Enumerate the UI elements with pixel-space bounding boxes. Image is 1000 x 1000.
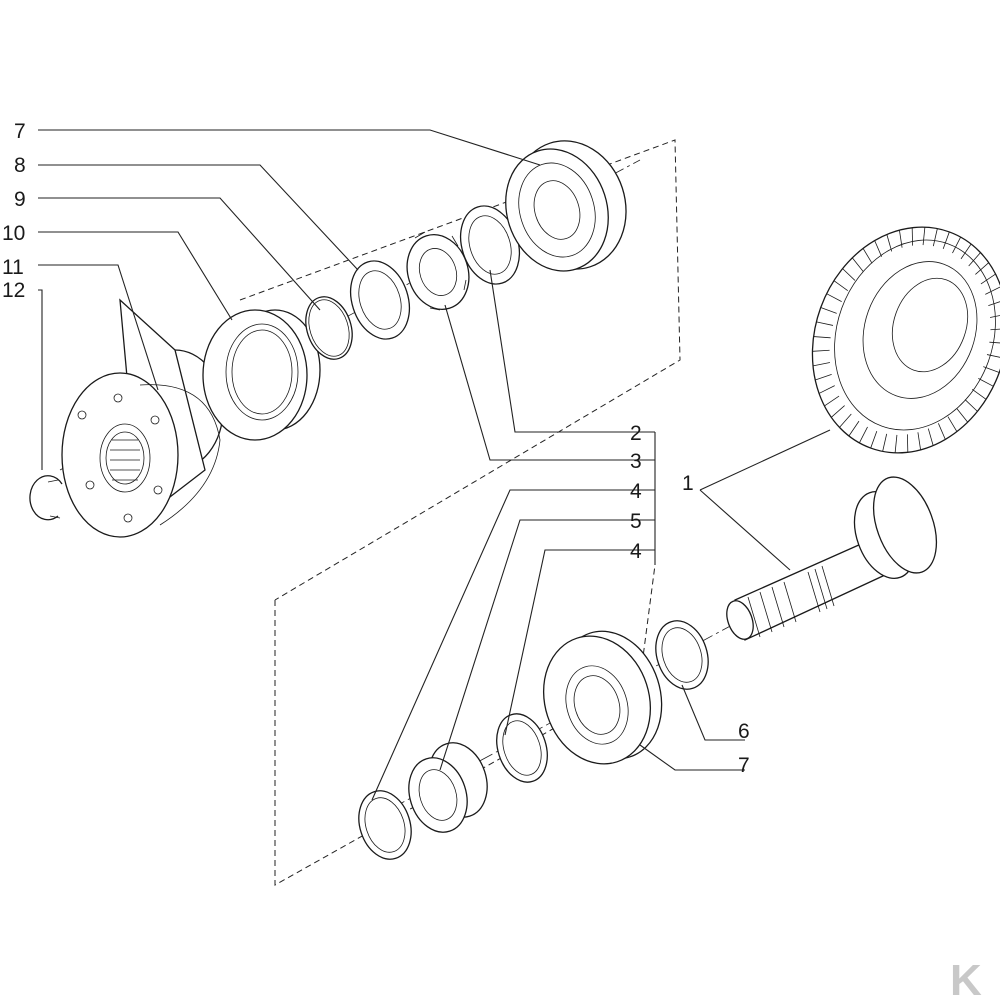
gear-tooth xyxy=(831,405,845,418)
gear-tooth xyxy=(956,408,968,423)
gear-tooth xyxy=(818,385,835,394)
o-ring-part xyxy=(305,296,353,360)
leader-lines xyxy=(38,129,831,801)
gear-tooth xyxy=(938,423,946,440)
lower-ring-part xyxy=(496,713,548,783)
spacer-ring-part xyxy=(349,260,411,340)
pinion-shaft-part xyxy=(726,476,938,641)
shim-ring-part xyxy=(655,620,709,690)
gear-tooth xyxy=(870,431,878,449)
gear-tooth xyxy=(975,262,989,275)
upper-group-outline xyxy=(239,139,681,601)
gear-tooth xyxy=(978,377,994,387)
end-ring-part xyxy=(358,790,412,860)
gear-tooth xyxy=(985,286,1000,295)
gear-tooth xyxy=(813,336,831,339)
gear-tooth xyxy=(874,240,882,257)
watermark-logo: K xyxy=(950,956,982,1000)
gear-tooth xyxy=(968,252,981,267)
gear-tooth xyxy=(812,349,830,352)
gear-tooth xyxy=(947,416,958,432)
gear-tooth xyxy=(852,257,864,272)
gear-tooth xyxy=(862,248,873,264)
gear-tooth xyxy=(927,428,934,446)
gear-tooth xyxy=(952,236,962,254)
gear-tooth xyxy=(986,354,1000,358)
gear-tooth xyxy=(820,307,837,314)
gear-tooth xyxy=(815,373,832,381)
gear-tooth xyxy=(858,426,868,444)
callout-8: 8 xyxy=(14,154,26,177)
callout-2: 2 xyxy=(630,422,642,445)
collar-sleeve-part xyxy=(408,742,488,833)
gear-tooth xyxy=(826,293,842,303)
gear-tooth xyxy=(989,315,1000,318)
gear-tooth xyxy=(917,432,921,450)
gear-tooth xyxy=(899,230,903,248)
gear-tooth xyxy=(882,433,888,452)
callout-7-upper: 7 xyxy=(14,120,26,143)
gear-tooth xyxy=(942,231,950,249)
gear-tooth xyxy=(980,273,996,285)
gear-tooth xyxy=(839,413,852,428)
sleeve-part xyxy=(202,309,321,441)
callout-4-a: 4 xyxy=(630,480,642,503)
gear-tooth xyxy=(816,321,834,326)
gear-tooth xyxy=(812,362,831,367)
gear-tooth xyxy=(833,280,849,291)
callout-5: 5 xyxy=(630,510,642,533)
callout-6: 6 xyxy=(738,720,750,743)
circlip-part xyxy=(29,475,63,521)
gear-tooth xyxy=(964,399,978,412)
callout-10: 10 xyxy=(2,222,25,245)
gear-tooth xyxy=(971,389,987,400)
gear-tooth xyxy=(983,366,1000,373)
upper-bearing-part xyxy=(505,140,627,272)
callout-12: 12 xyxy=(2,279,25,302)
callout-7-lower: 7 xyxy=(738,754,750,777)
svg-text:K: K xyxy=(950,956,982,1000)
gear-tooth xyxy=(922,227,926,246)
gear-tooth xyxy=(824,395,840,407)
crown-wheel-part xyxy=(811,226,1000,454)
gear-tooth xyxy=(848,420,860,437)
callout-1: 1 xyxy=(682,472,694,495)
callout-4-b: 4 xyxy=(630,540,642,563)
gear-tooth xyxy=(990,328,1000,331)
callout-9: 9 xyxy=(14,188,26,211)
callout-11: 11 xyxy=(2,256,24,279)
gear-tooth xyxy=(988,301,1000,307)
flange-part xyxy=(61,298,224,538)
lower-bearing-part xyxy=(542,630,663,765)
gear-tooth xyxy=(886,234,893,252)
gear-tooth xyxy=(989,341,1000,344)
callout-3: 3 xyxy=(630,450,642,473)
gear-tooth xyxy=(960,243,972,260)
gear-tooth xyxy=(932,228,938,247)
gear-tooth xyxy=(842,268,856,281)
gear-tooth xyxy=(894,434,898,453)
